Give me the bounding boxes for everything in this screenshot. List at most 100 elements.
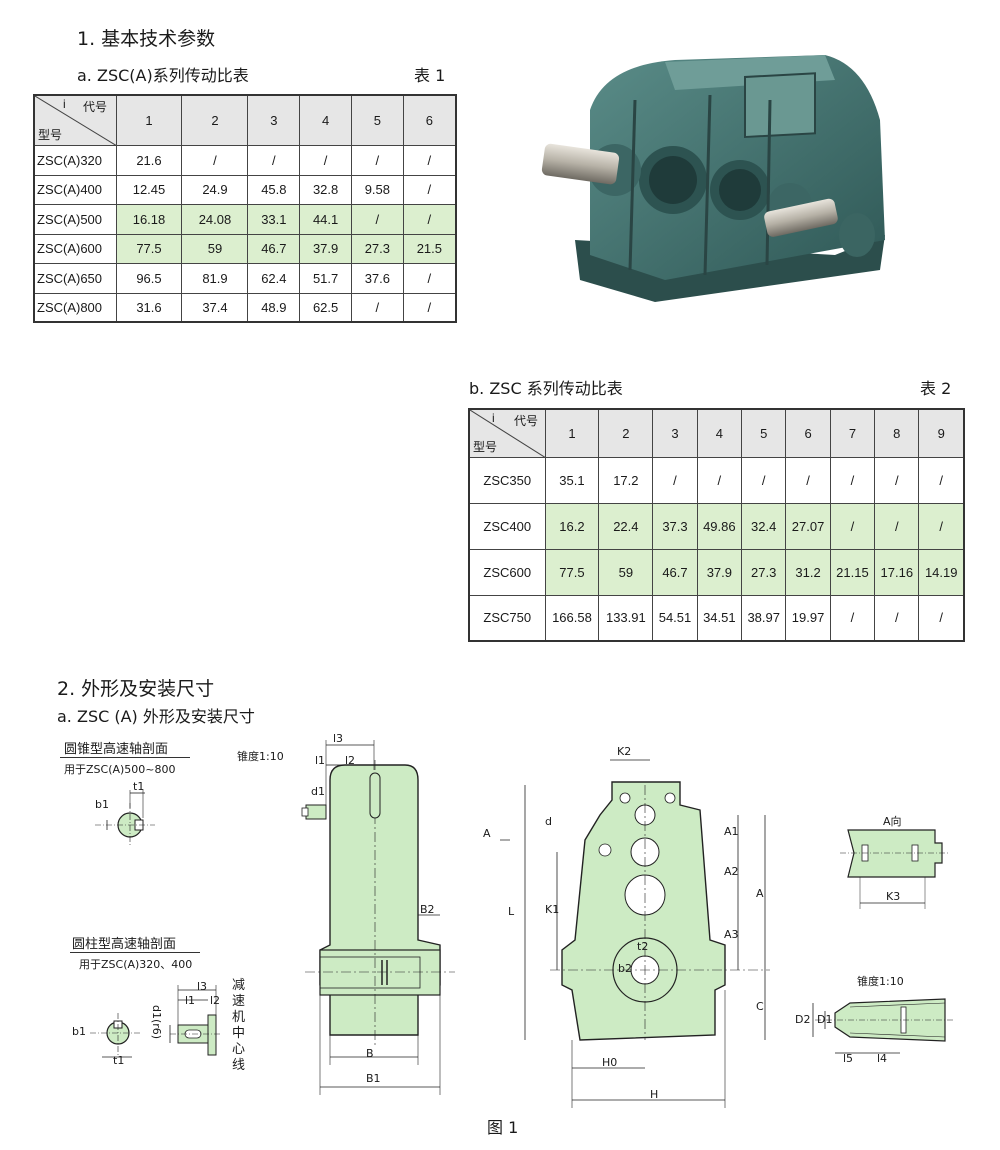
table2-cell: 35.1 (544, 456, 600, 504)
front-view-t2-label: t2 (637, 940, 649, 953)
table1-cell: 81.9 (181, 262, 249, 294)
table2-cell: 37.3 (652, 502, 698, 550)
table1-cell: / (299, 144, 352, 176)
table2-cell: / (874, 502, 920, 550)
table1-col-header: 2 (181, 94, 249, 146)
table-row: ZSC(A)320 21.6 / / / / / (33, 144, 457, 176)
table2-cell: 34.51 (696, 594, 743, 642)
section2-subtitle: a. ZSC (A) 外形及安装尺寸 (57, 707, 255, 726)
table2-corner-code: 代号 (514, 414, 539, 428)
front-view-a2-label: A2 (724, 865, 739, 878)
table1-cell: 37.9 (299, 233, 352, 264)
side-view-taper-label: 锥度1:10 (237, 750, 284, 763)
detail2-l2-label: l2 (210, 994, 221, 1007)
shaft-view-l5-label: l5 (843, 1052, 854, 1065)
table2-cell: 17.16 (874, 548, 920, 596)
table-row: ZSC(A)600 77.5 59 46.7 37.9 27.3 21.5 (33, 233, 457, 264)
table1-cell: 31.6 (115, 292, 183, 323)
side-view-l2-label: l2 (345, 754, 356, 767)
table1-label: 表 1 (414, 66, 446, 85)
front-view-a1-label: A1 (724, 825, 739, 838)
table2-cell: / (874, 456, 920, 504)
table2-cell: 27.3 (741, 548, 787, 596)
table2-col-header: 2 (598, 408, 654, 458)
table1-cell: / (350, 292, 404, 323)
table2-cell: 46.7 (652, 548, 698, 596)
table1-cell: 24.9 (181, 174, 249, 205)
detail1-b-label: b1 (95, 798, 109, 811)
table1-cell: / (402, 174, 457, 205)
table1-cell: 77.5 (115, 233, 183, 264)
table2-cell: / (652, 456, 698, 504)
table2-cell: / (829, 456, 876, 504)
detail2-t-label: t1 (113, 1054, 125, 1067)
section1-title: 1. 基本技术参数 (77, 28, 216, 50)
table1-col-header: 6 (402, 94, 457, 146)
detail2-centerline-label: 减速机中心线 (232, 978, 246, 1073)
table1-cell: / (181, 144, 249, 176)
table1-cell: 21.5 (402, 233, 457, 264)
table1-cell: / (402, 262, 457, 294)
table2-col-header: 1 (544, 408, 600, 458)
table1-col-header: 5 (350, 94, 404, 146)
table1-col-header: 3 (247, 94, 301, 146)
detail2-title: 圆柱型高速轴剖面 (72, 937, 177, 952)
table2-col-header: 9 (918, 408, 965, 458)
table2-cell: 14.19 (918, 548, 965, 596)
table-row: ZSC(A)800 31.6 37.4 48.9 62.5 / / (33, 292, 457, 323)
side-view-b-label: B (366, 1047, 374, 1060)
a-view-title: A向 (883, 815, 902, 828)
front-view-a-arrow-label: A (483, 827, 491, 840)
detail2-l3-label: l3 (197, 980, 208, 993)
detail1-section-drawing (95, 790, 155, 846)
table2-cell: 133.91 (598, 594, 654, 642)
table2-cell: 38.97 (741, 594, 787, 642)
table1-cell: / (402, 144, 457, 176)
table1-cell: / (350, 144, 404, 176)
section2-title: 2. 外形及安装尺寸 (57, 678, 215, 700)
detail1-applies: 用于ZSC(A)500~800 (64, 763, 176, 776)
table1-corner-code: 代号 (83, 100, 108, 114)
table2-cell: / (696, 456, 743, 504)
table2-cell: / (918, 594, 965, 642)
table2-cell: 77.5 (544, 548, 600, 596)
table2-caption: b. ZSC 系列传动比表 (469, 379, 623, 398)
front-view-h-label: H (650, 1088, 659, 1101)
table2-col-header: 4 (696, 408, 743, 458)
table1-cell: 24.08 (181, 203, 249, 235)
table1-cell: 21.6 (115, 144, 183, 176)
table2-col-header: 5 (741, 408, 787, 458)
front-view-h0-label: H0 (602, 1056, 618, 1069)
table2-col-header: 8 (874, 408, 920, 458)
table1-cell: 51.7 (299, 262, 352, 294)
detail1-t-label: t1 (133, 780, 145, 793)
front-view-a3-label: A3 (724, 928, 739, 941)
a-view-drawing (840, 829, 948, 909)
detail2-section-drawing (90, 985, 220, 1058)
shaft-view-drawing (812, 998, 953, 1054)
table1-model-cell: ZSC(A)400 (33, 174, 117, 205)
table2-col-header: 7 (829, 408, 876, 458)
table1-model-cell: ZSC(A)650 (33, 262, 117, 294)
table1-cell: 9.58 (350, 174, 404, 205)
table2-cell: 49.86 (696, 502, 743, 550)
shaft-view-d2-label: D2 (795, 1013, 811, 1026)
table1-cell: 45.8 (247, 174, 301, 205)
a-view-k3-label: K3 (886, 890, 901, 903)
table1-cell: 16.18 (115, 203, 183, 235)
table1-model-cell: ZSC(A)320 (33, 144, 117, 176)
table1-model-cell: ZSC(A)800 (33, 292, 117, 323)
table1-cell: 59 (181, 233, 249, 264)
table2-corner-i: i (492, 411, 495, 425)
table1-cell: 32.8 (299, 174, 352, 205)
side-view-b2-label: B2 (420, 903, 435, 916)
table-row: ZSC(A)500 16.18 24.08 33.1 44.1 / / (33, 203, 457, 235)
side-view-d1-label: d1 (311, 785, 325, 798)
table1-model-cell: ZSC(A)600 (33, 233, 117, 264)
detail2-underline (70, 952, 200, 953)
table1-cell: / (402, 292, 457, 323)
table2-cell: 37.9 (696, 548, 743, 596)
table2-cell: / (829, 502, 876, 550)
table2-cell: / (785, 456, 831, 504)
table2-cell: / (874, 594, 920, 642)
